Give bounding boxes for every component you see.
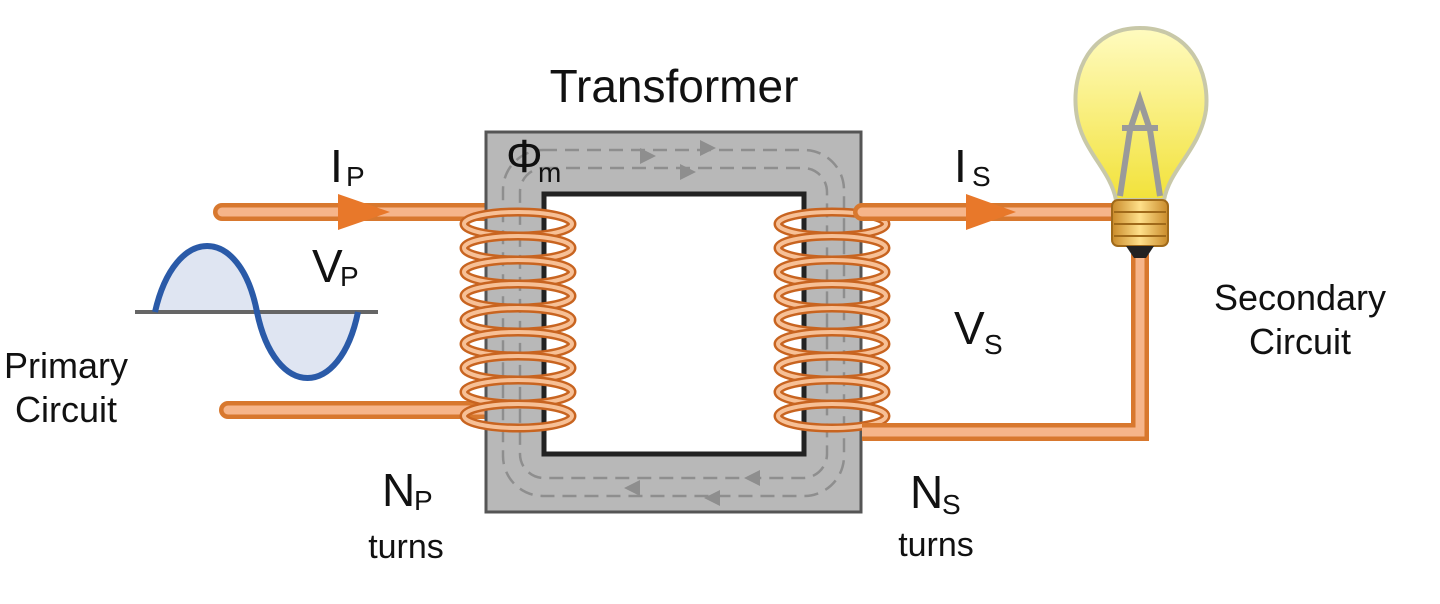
coil-winding-highlight — [462, 402, 574, 430]
secondary-coil — [773, 207, 891, 433]
primary-current-symbol: I — [330, 140, 343, 192]
secondary-turns-subscript: S — [942, 489, 961, 520]
secondary-return-wire — [862, 254, 1149, 441]
light-bulb-icon — [1073, 25, 1209, 258]
secondary-circuit-label-line1: Secondary — [1214, 277, 1386, 318]
primary-turns-symbol: N — [382, 464, 415, 516]
coil-winding-highlight — [776, 402, 888, 430]
ac-sine-wave-icon — [135, 243, 378, 381]
secondary-voltage-symbol: V — [954, 302, 985, 354]
secondary-voltage-subscript: S — [984, 329, 1003, 360]
secondary-turns-symbol: N — [910, 466, 943, 518]
secondary-current-symbol: I — [954, 140, 967, 192]
transformer-core — [484, 130, 863, 514]
primary-voltage-symbol: V — [312, 240, 343, 292]
primary-current-subscript: P — [346, 161, 365, 192]
primary-current-arrow — [338, 194, 390, 230]
secondary-circuit-label-line2: Circuit — [1249, 321, 1351, 362]
primary-turns-word: turns — [368, 528, 444, 566]
secondary-current-arrow — [966, 194, 1016, 230]
flux-symbol: Φ — [506, 130, 543, 182]
primary-coil — [459, 207, 577, 433]
primary-turns-subscript: P — [414, 485, 433, 516]
primary-voltage-subscript: P — [340, 261, 359, 292]
secondary-turns-word: turns — [898, 526, 974, 564]
flux-subscript: m — [538, 157, 561, 188]
primary-circuit-label-line1: Primary — [4, 345, 128, 386]
secondary-current-subscript: S — [972, 161, 991, 192]
primary-circuit-label-line2: Circuit — [15, 389, 117, 430]
diagram-title: Transformer — [550, 60, 799, 112]
